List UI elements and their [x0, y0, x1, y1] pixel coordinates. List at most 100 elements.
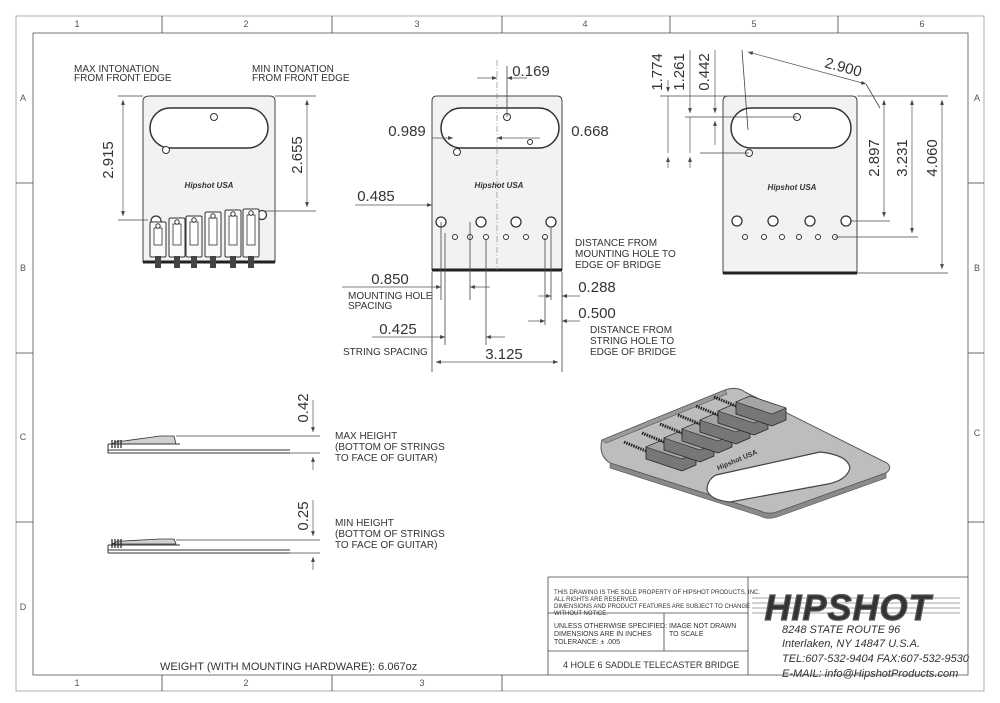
min-intonation-label-1: MIN INTONATION	[252, 64, 334, 75]
min-height-1: MIN HEIGHT	[335, 518, 394, 529]
mounting-hole-1	[731, 215, 743, 227]
dim-025: 0.25	[295, 501, 312, 530]
hipshot-logo-text: HIPSHOT	[764, 587, 933, 628]
property-line-4: WITHOUT NOTICE.	[554, 611, 608, 617]
iso-saddle-group	[623, 395, 787, 472]
intonation-screw	[248, 256, 254, 268]
saddle-screw-hole	[210, 213, 216, 219]
scale-line-1: IMAGE NOT DRAWN	[669, 623, 736, 630]
left-saddle-group	[149, 208, 268, 268]
mounting-hole-2	[475, 216, 487, 228]
dim-0425: 0.425	[379, 321, 417, 338]
string-hole-2	[761, 234, 767, 240]
string-hole-1	[452, 234, 458, 240]
middle-view: Hipshot USA 0.169 0.989 0.668 0.485 0.85…	[342, 60, 676, 372]
string-hole-3	[779, 234, 785, 240]
dim-0169: 0.169	[512, 63, 550, 80]
side-view-max: 0.42 MAX HEIGHT (BOTTOM OF STRINGS TO FA…	[107, 393, 445, 470]
iso-intonation-screw	[623, 440, 647, 453]
min-intonation-label-2: FROM FRONT EDGE	[252, 73, 350, 84]
saddle-screw-hole	[191, 217, 197, 223]
saddle-slot	[172, 223, 182, 246]
dist-mount-2: MOUNTING HOLE TO	[575, 249, 676, 260]
grid-label-bottom-2: 2	[243, 678, 248, 688]
dim-3231: 3.231	[894, 139, 911, 177]
grid-label-top-6: 6	[919, 19, 924, 29]
saddle-slot	[208, 217, 218, 246]
saddle-screw-hole	[174, 219, 180, 225]
title-block: THIS DRAWING IS THE SOLE PROPERTY OF HIP…	[547, 576, 970, 680]
grid-label-right-B: B	[974, 263, 980, 273]
grid-label-left-D: D	[20, 602, 27, 612]
string-hole-3	[483, 234, 489, 240]
right-view: Hipshot USA 1.774 1.261 0.442 2.900 2.89…	[649, 49, 948, 275]
saddle-screw-hole	[155, 223, 161, 229]
max-height-1: MAX HEIGHT	[335, 431, 397, 442]
min-height-3: TO FACE OF GUITAR)	[335, 540, 437, 551]
intonation-screw	[174, 256, 180, 268]
part-name: 4 HOLE 6 SADDLE TELECASTER BRIDGE	[563, 660, 739, 670]
string-hole-5	[523, 234, 529, 240]
saddle-slot	[228, 215, 238, 246]
mounting-hole-2	[767, 215, 779, 227]
dim-0485: 0.485	[357, 188, 395, 205]
dim-0500: 0.500	[578, 305, 616, 322]
max-height-2: (BOTTOM OF STRINGS	[335, 442, 445, 453]
unless-line-2: DIMENSIONS ARE IN INCHES	[554, 631, 652, 638]
dim-0989: 0.989	[388, 123, 426, 140]
iso-intonation-screw	[641, 431, 665, 444]
min-height-2: (BOTTOM OF STRINGS	[335, 529, 445, 540]
string-spacing-label: STRING SPACING	[343, 347, 428, 358]
middle-plate-logo: Hipshot USA	[475, 181, 524, 190]
max-intonation-label-1: MAX INTONATION	[74, 64, 159, 75]
string-hole-1	[742, 234, 748, 240]
mounting-hole-4	[545, 216, 557, 228]
string-hole-4	[796, 234, 802, 240]
dist-string-2: STRING HOLE TO	[590, 336, 674, 347]
side-view-min: 0.25 MIN HEIGHT (BOTTOM OF STRINGS TO FA…	[107, 500, 445, 570]
grid-label-top-1: 1	[74, 19, 79, 29]
right-bridge-plate	[722, 95, 858, 275]
unless-line-1: UNLESS OTHERWISE SPECIFIED:	[554, 623, 667, 630]
mounting-hole-3	[804, 215, 816, 227]
grid-labels: 1 2 3 4 5 6 1 2 3 A B C D A B C	[20, 19, 981, 688]
grid-label-top-2: 2	[243, 19, 248, 29]
dist-mount-3: EDGE OF BRIDGE	[575, 260, 661, 271]
left-plate-logo: Hipshot USA	[185, 181, 234, 190]
mounting-hole-3	[510, 216, 522, 228]
email-line: E-MAIL: info@HipshotProducts.com	[782, 668, 958, 680]
sheet-border	[15, 15, 985, 692]
dim-0850: 0.850	[371, 271, 409, 288]
grid-label-bottom-3: 3	[419, 678, 424, 688]
scale-line-2: TO SCALE	[669, 631, 704, 638]
phone-line: TEL:607-532-9404 FAX:607-532-9530	[782, 653, 970, 665]
dim-0442: 0.442	[696, 53, 713, 91]
iso-intonation-screw	[713, 395, 737, 408]
left-view: MAX INTONATION FROM FRONT EDGE MIN INTON…	[74, 64, 350, 268]
iso-intonation-screw	[659, 422, 683, 435]
dim-2655: 2.655	[289, 136, 306, 174]
dim-2900: 2.900	[823, 55, 864, 81]
mounting-hole-4	[840, 215, 852, 227]
middle-bridge-plate	[431, 60, 563, 272]
iso-saddle-top	[735, 395, 787, 415]
iso-intonation-screw	[695, 404, 719, 417]
grid-label-right-C: C	[974, 428, 981, 438]
grid-label-top-4: 4	[582, 19, 587, 29]
dist-string-3: EDGE OF BRIDGE	[590, 347, 676, 358]
dim-3125: 3.125	[485, 346, 523, 363]
intonation-screw	[155, 256, 161, 268]
max-intonation-label-2: FROM FRONT EDGE	[74, 73, 172, 84]
intonation-screw	[230, 256, 236, 268]
dim-0288: 0.288	[578, 279, 616, 296]
intonation-screw	[210, 256, 216, 268]
unless-line-3: TOLERANCE: ± .005	[554, 639, 620, 646]
max-height-3: TO FACE OF GUITAR)	[335, 453, 437, 464]
string-hole-5	[815, 234, 821, 240]
property-line-3: DIMENSIONS AND PRODUCT FEATURES ARE SUBJ…	[554, 604, 750, 610]
grid-label-right-A: A	[974, 93, 980, 103]
saddle-slot	[189, 221, 199, 246]
iso-intonation-screw	[677, 413, 701, 426]
dim-1261: 1.261	[671, 53, 688, 91]
